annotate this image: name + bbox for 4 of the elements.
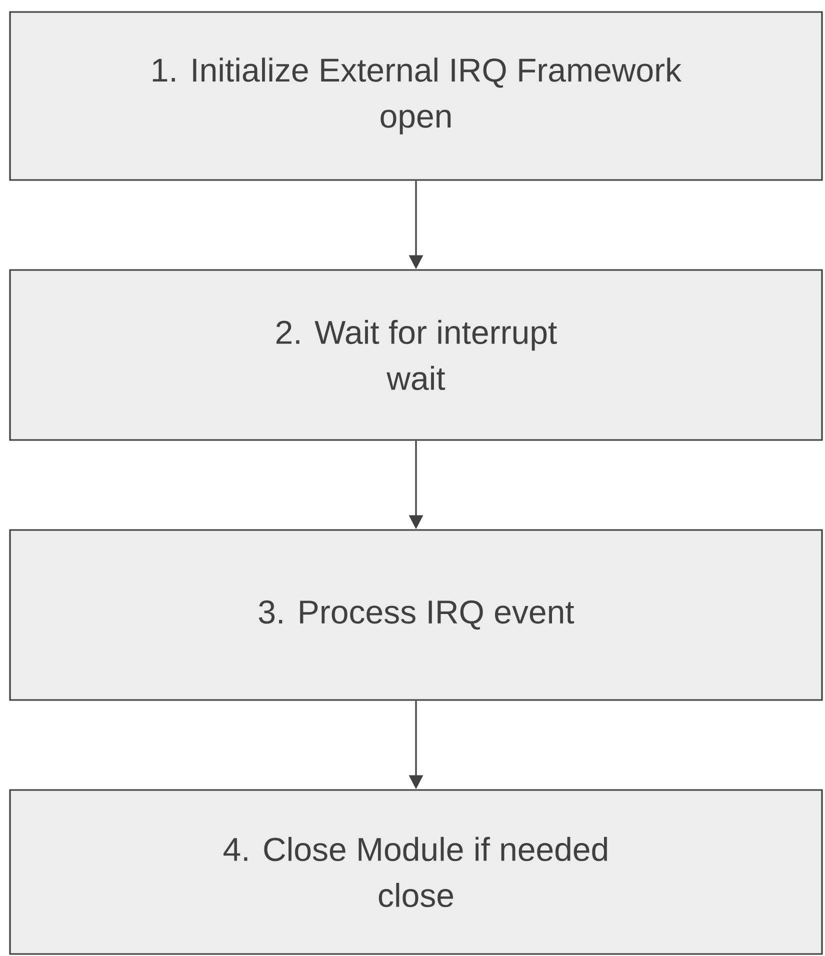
process-box: 1. Initialize External IRQ Framework open	[9, 11, 823, 181]
process-box: 2. Wait for interrupt wait	[9, 269, 823, 441]
process-box: 4. Close Module if needed close	[9, 789, 823, 955]
process-box: 3. Process IRQ event	[9, 529, 823, 701]
